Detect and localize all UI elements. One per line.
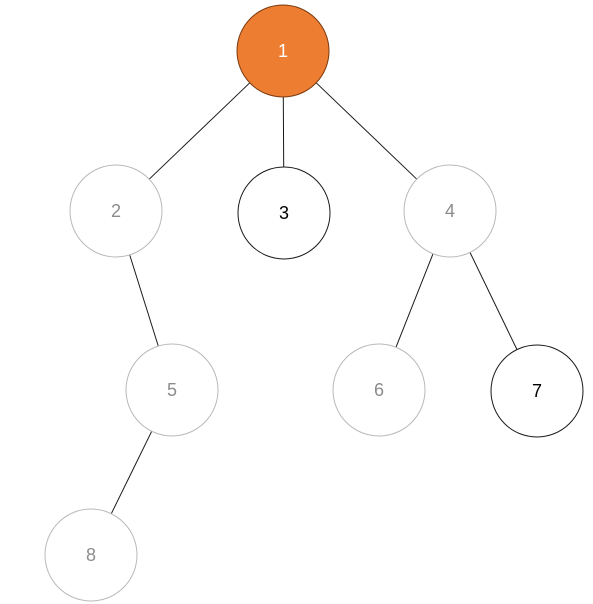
edge-4-6 — [395, 253, 434, 348]
node-5-label: 5 — [167, 380, 177, 400]
node-3-circle — [237, 166, 331, 260]
node-6: 6 — [332, 343, 426, 437]
nodes-layer: 1 2 3 4 5 6 7 8 — [44, 4, 584, 602]
node-4: 4 — [403, 164, 497, 258]
node-3-label: 3 — [279, 203, 289, 223]
edge-2-5 — [129, 254, 159, 347]
edge-1-2 — [148, 82, 251, 180]
node-2-label: 2 — [111, 201, 121, 221]
node-1-label: 1 — [278, 41, 288, 61]
node-3: 3 — [237, 166, 331, 260]
node-8-circle — [44, 508, 138, 602]
node-8: 8 — [44, 508, 138, 602]
node-1: 1 — [236, 4, 330, 98]
node-5: 5 — [125, 343, 219, 437]
node-7-label: 7 — [532, 381, 542, 401]
node-5-circle — [125, 343, 219, 437]
edge-4-7 — [469, 252, 518, 350]
node-7-circle — [490, 344, 584, 438]
edge-5-8 — [110, 431, 153, 514]
node-1-circle — [236, 4, 330, 98]
node-8-label: 8 — [86, 545, 96, 565]
edges-layer — [110, 82, 518, 514]
node-7: 7 — [490, 344, 584, 438]
edge-1-4 — [315, 82, 418, 180]
node-6-label: 6 — [374, 380, 384, 400]
node-4-label: 4 — [445, 201, 455, 221]
node-2-circle — [69, 164, 163, 258]
node-6-circle — [332, 343, 426, 437]
node-4-circle — [403, 164, 497, 258]
node-2: 2 — [69, 164, 163, 258]
